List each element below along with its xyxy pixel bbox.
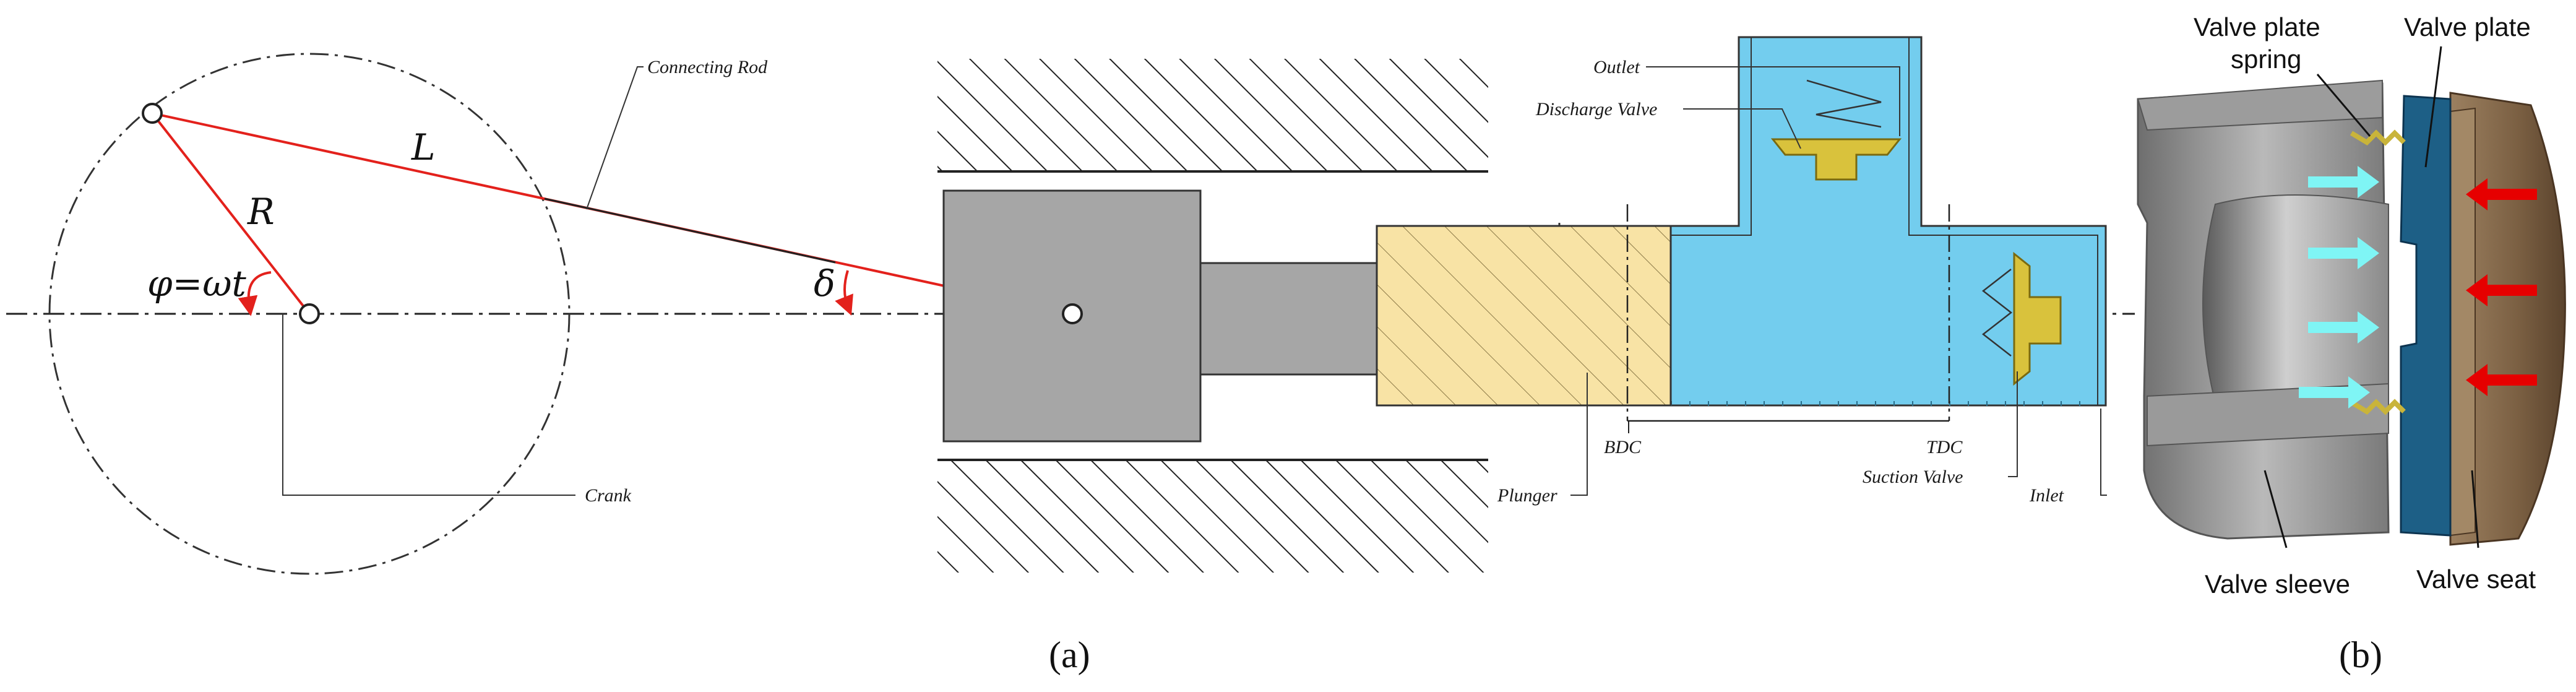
valve-seat-body xyxy=(2449,92,2566,546)
outflow-arrow-2 xyxy=(2466,274,2537,306)
caption-a: (a) xyxy=(1049,634,1090,675)
caption-b: (b) xyxy=(2339,634,2382,675)
crank-mechanism: R L φ=ωt δ Connecting Rod Crank xyxy=(6,53,2135,575)
upper-wall-hatch xyxy=(937,59,1488,170)
symbol-R: R xyxy=(247,191,275,233)
phi-angle-arc xyxy=(238,271,272,316)
crank-pin-joint xyxy=(142,103,163,124)
valve-plate-leader xyxy=(2424,46,2442,168)
valve-plate-spring-label-2: spring xyxy=(2231,45,2301,74)
crank-circle xyxy=(48,53,571,575)
plunger xyxy=(1376,225,1672,407)
tdc-label: TDC xyxy=(1926,437,1963,457)
suction-valve-label: Suction Valve xyxy=(1863,467,1963,487)
crank-arm xyxy=(151,112,311,315)
valve-seat-leader xyxy=(2471,470,2479,548)
inlet-leader xyxy=(2100,409,2107,496)
inflow-arrows xyxy=(2299,166,2379,409)
lower-wall-hatch xyxy=(937,461,1488,573)
plunger-leader xyxy=(1570,373,1588,496)
inlet-label: Inlet xyxy=(2029,485,2064,506)
valve-plate-label: Valve plate xyxy=(2404,12,2531,41)
outflow-arrow-3 xyxy=(2466,364,2537,396)
bdc-label: BDC xyxy=(1604,437,1642,457)
suction-valve xyxy=(1981,251,2062,386)
crank-label: Crank xyxy=(585,485,632,506)
outflow-arrows xyxy=(2466,178,2537,396)
crank-leader xyxy=(282,314,575,496)
discharge-valve-leader xyxy=(1683,108,1801,149)
inflow-arrow-1 xyxy=(2308,166,2379,198)
inflow-arrow-4 xyxy=(2299,376,2370,409)
symbol-delta: δ xyxy=(814,262,835,305)
valve-plate-body xyxy=(2400,95,2452,537)
outlet-leader xyxy=(1646,66,1900,136)
symbol-L: L xyxy=(411,126,436,168)
plunger-label: Plunger xyxy=(1497,485,1557,506)
delta-angle-arc xyxy=(835,270,853,316)
discharge-valve-label: Discharge Valve xyxy=(1535,99,1657,119)
connecting-rod-leader xyxy=(586,66,644,210)
piston-rod xyxy=(1199,262,1378,376)
crank-center-joint xyxy=(299,303,320,324)
sleeve-bore xyxy=(2202,194,2389,405)
symbol-phi-omega-t: φ=ωt xyxy=(147,262,247,305)
inflow-arrow-2 xyxy=(2308,237,2379,269)
valve-seat-label: Valve seat xyxy=(2416,564,2536,594)
connecting-rod-edge xyxy=(544,197,836,264)
valve-plate-spring-label-1: Valve plate xyxy=(2194,12,2320,41)
valve-sleeve-label: Valve sleeve xyxy=(2205,569,2350,599)
spring-leader xyxy=(2316,74,2371,137)
pump-cross-section: Outlet Discharge Valve Suction Valve Inl… xyxy=(937,36,2107,573)
valve-assembly-render: Valve plate spring Valve plate Valve sle… xyxy=(2137,12,2566,599)
discharge-valve xyxy=(1770,79,1902,181)
outflow-arrow-1 xyxy=(2466,178,2537,210)
suction-valve-leader xyxy=(2008,371,2018,477)
sleeve-top-flange xyxy=(2137,79,2383,131)
valve-plate-spring xyxy=(2350,129,2406,415)
outlet-label: Outlet xyxy=(1593,57,1640,77)
valve-sleeve-leader xyxy=(2264,470,2288,548)
inflow-arrow-3 xyxy=(2308,311,2379,344)
wrist-pin-joint xyxy=(1062,303,1083,324)
connecting-rod-label: Connecting Rod xyxy=(647,57,768,77)
